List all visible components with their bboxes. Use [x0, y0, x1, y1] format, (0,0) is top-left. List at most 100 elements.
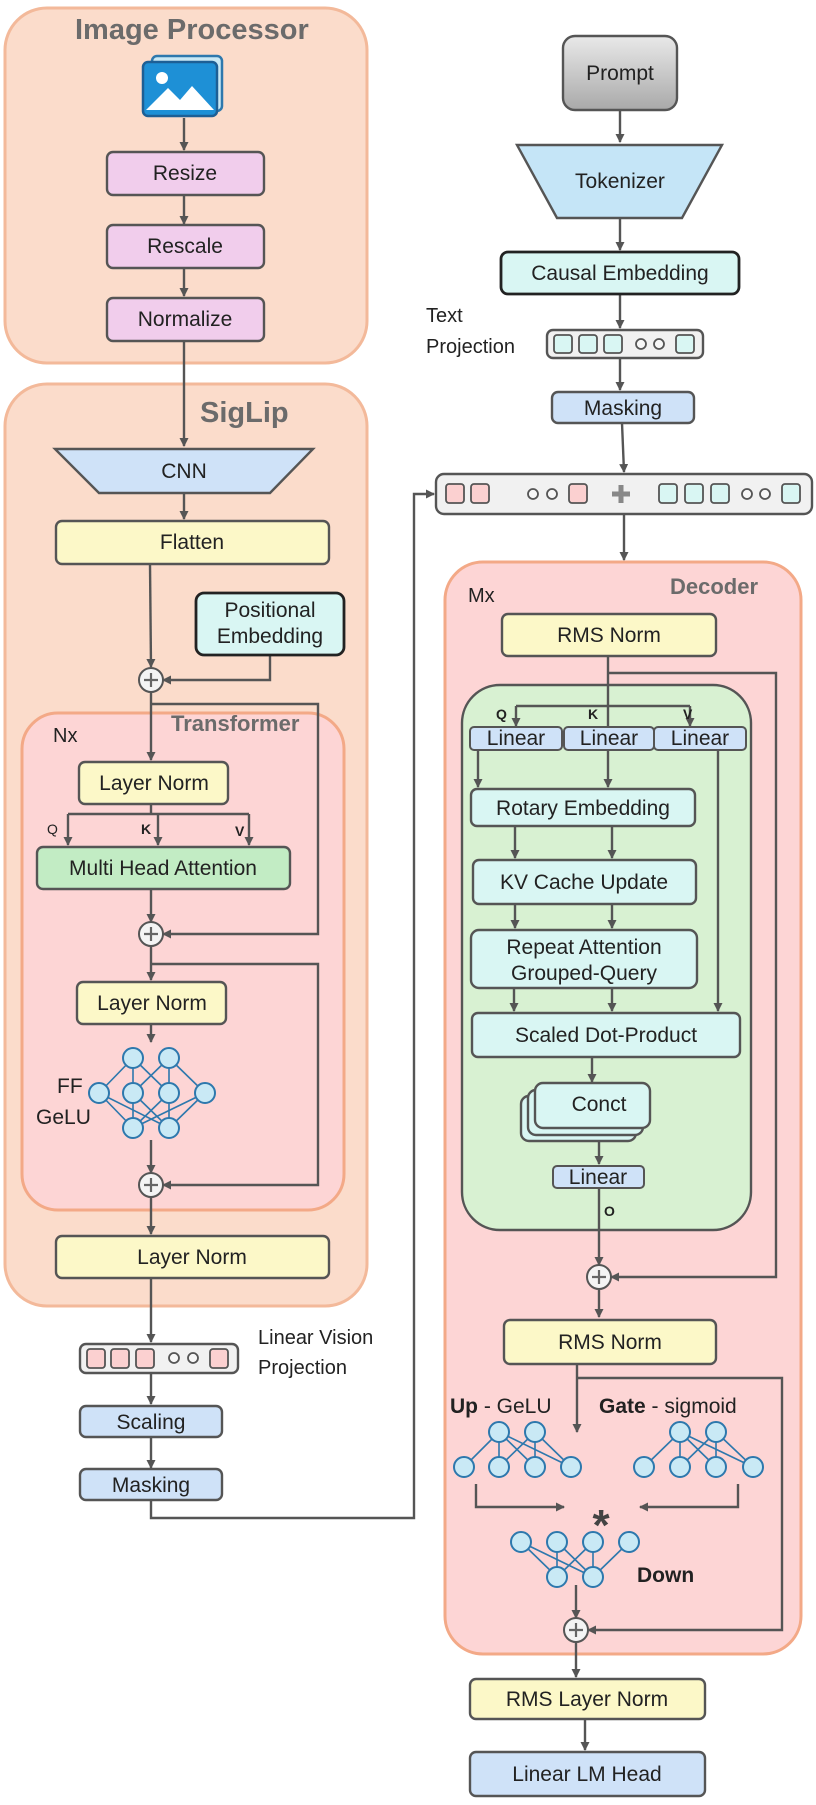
text-token-sequence-icon	[545, 328, 705, 360]
vision-masking-label: Masking	[112, 1474, 190, 1497]
linear-vision-projection-label-2: Projection	[258, 1357, 347, 1379]
flatten-box	[54, 519, 331, 566]
linear-q-box	[469, 726, 563, 751]
text-projection-label-2: Projection	[426, 336, 515, 358]
rms-layer-norm-box	[468, 1677, 707, 1721]
resize-label: Resize	[153, 162, 217, 185]
add-icon	[586, 1264, 612, 1290]
normalize-box	[105, 296, 266, 343]
repeat-attention-box	[469, 928, 699, 990]
positional-embedding-box	[194, 591, 346, 657]
layer-norm-1-label: Layer Norm	[99, 772, 209, 795]
linear-out-box	[552, 1165, 645, 1189]
repeat-attention-label-1: Repeat Attention	[506, 936, 661, 959]
transformer-q-label: Q	[47, 821, 58, 837]
transformer-v-label: V	[235, 823, 245, 839]
linear-vision-projection-label-1: Linear Vision	[258, 1327, 373, 1349]
vision-token-sequence-icon	[78, 1342, 240, 1375]
lm-head-label: Linear LM Head	[512, 1763, 661, 1786]
kv-cache-box	[471, 858, 698, 906]
image-icon	[141, 54, 224, 118]
multi-head-attention-box	[35, 845, 292, 891]
linear-q-label: Linear	[487, 727, 545, 750]
resize-box	[105, 150, 266, 197]
add-icon	[138, 921, 164, 947]
linear-out-label: Linear	[569, 1166, 627, 1189]
causal-embedding-label: Causal Embedding	[531, 262, 708, 285]
gate-label: Gate	[599, 1395, 646, 1418]
transformer-title: Transformer	[171, 711, 300, 736]
linear-k-label: Linear	[580, 727, 638, 750]
concat-label: Conct	[572, 1093, 627, 1116]
transformer-repeat: Nx	[53, 725, 77, 747]
ff-label: FF	[57, 1075, 83, 1098]
add-icon	[138, 667, 164, 693]
decoder-repeat: Mx	[468, 585, 495, 607]
siglip-title: SigLip	[200, 397, 289, 429]
add-icon	[563, 1617, 589, 1643]
layer-norm-1-box	[77, 760, 230, 806]
layer-norm-2-label: Layer Norm	[97, 992, 207, 1015]
down-label: Down	[637, 1564, 694, 1587]
cnn-trapezoid	[52, 447, 316, 495]
repeat-attention-label-2: Grouped-Query	[511, 962, 657, 985]
rms-layer-norm-label: RMS Layer Norm	[506, 1688, 668, 1711]
gate-sigmoid-label: Gate - sigmoid	[599, 1395, 737, 1418]
decoder-q-label: Q	[496, 706, 507, 722]
gate-network-icon	[633, 1421, 764, 1478]
image-processor-title: Image Processor	[75, 14, 309, 46]
decoder-title: Decoder	[670, 574, 758, 599]
final-layer-norm-label: Layer Norm	[137, 1246, 247, 1269]
lm-head-box	[468, 1750, 707, 1798]
connections	[63, 110, 784, 1751]
prompt-label: Prompt	[586, 62, 654, 85]
positional-embedding-label-2: Embedding	[217, 625, 323, 648]
layer-norm-2-box	[75, 980, 228, 1026]
cnn-label: CNN	[161, 460, 207, 483]
rotary-embedding-box	[469, 787, 697, 828]
rms-norm-2-box	[502, 1318, 718, 1366]
linear-v-box	[653, 726, 747, 751]
vision-masking-box	[78, 1467, 224, 1502]
rms-norm-1-label: RMS Norm	[557, 624, 661, 647]
rms-norm-2-label: RMS Norm	[558, 1331, 662, 1354]
down-network-icon	[510, 1531, 640, 1588]
scaled-dot-product-label: Scaled Dot-Product	[515, 1024, 697, 1047]
concat-box	[533, 1081, 652, 1130]
rescale-label: Rescale	[147, 235, 223, 258]
feed-forward-network-icon	[88, 1047, 216, 1139]
decoder-v-label: V	[683, 706, 693, 722]
add-icon	[138, 1172, 164, 1198]
multi-head-attention-label: Multi Head Attention	[69, 857, 257, 880]
final-layer-norm-box	[54, 1234, 331, 1280]
vision-scaling-label: Scaling	[117, 1411, 186, 1434]
scaled-dot-product-box	[470, 1011, 742, 1059]
vision-scaling-box	[78, 1404, 224, 1439]
decoder-o-label: O	[604, 1203, 615, 1219]
kv-cache-label: KV Cache Update	[500, 871, 668, 894]
rms-norm-1-box	[500, 612, 718, 658]
up-label: Up	[450, 1395, 478, 1418]
transformer-k-label: K	[141, 821, 151, 837]
gate-activation-label: - sigmoid	[646, 1395, 737, 1418]
positional-embedding-label-1: Positional	[224, 599, 315, 622]
gelu-label: GeLU	[36, 1106, 91, 1129]
flatten-label: Flatten	[160, 531, 224, 554]
prompt-box	[561, 34, 679, 112]
linear-v-label: Linear	[671, 727, 729, 750]
causal-embedding-box	[499, 250, 741, 296]
rescale-box	[105, 223, 266, 270]
decoder-k-label: K	[588, 706, 598, 722]
up-network-icon	[453, 1421, 582, 1478]
tokenizer-trapezoid	[514, 143, 725, 220]
text-masking-box	[550, 390, 696, 425]
text-masking-label: Masking	[584, 397, 662, 420]
normalize-label: Normalize	[138, 308, 233, 331]
combined-token-sequence-icon	[434, 472, 814, 516]
tokenizer-label: Tokenizer	[575, 170, 665, 193]
rotary-embedding-label: Rotary Embedding	[496, 797, 670, 820]
up-activation-label: - GeLU	[478, 1395, 552, 1418]
text-projection-label-1: Text	[426, 305, 463, 327]
up-gelu-label: Up - GeLU	[450, 1395, 552, 1418]
